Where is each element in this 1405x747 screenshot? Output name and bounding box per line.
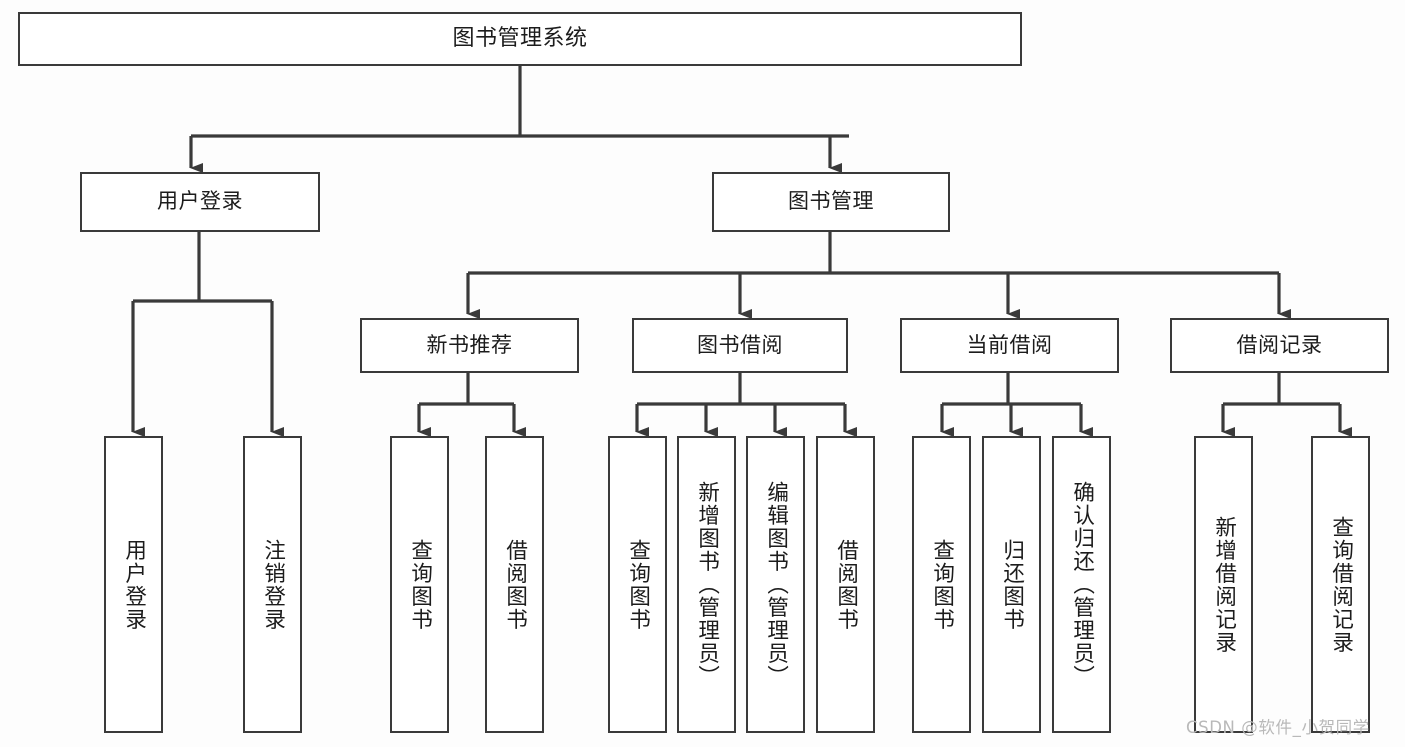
node-label: 图书借阅	[697, 332, 783, 357]
node-leaf-query-book-current[interactable]: 查询图书	[912, 436, 971, 733]
node-root-book-management-system[interactable]: 图书管理系统	[18, 12, 1022, 66]
node-leaf-borrow-book-borrowing[interactable]: 借阅图书	[816, 436, 875, 733]
node-current-borrowing[interactable]: 当前借阅	[900, 318, 1119, 373]
node-user-login[interactable]: 用户登录	[80, 172, 320, 232]
node-label: 编辑图书（管理员）	[763, 481, 789, 688]
node-label: 借阅图书	[833, 538, 859, 631]
node-leaf-logout-login[interactable]: 注销登录	[243, 436, 302, 733]
node-label: 查询图书	[929, 538, 955, 631]
node-label: 查询借阅记录	[1328, 515, 1354, 654]
node-leaf-confirm-return-admin[interactable]: 确认归还（管理员）	[1052, 436, 1111, 733]
node-label: 用户登录	[157, 189, 243, 214]
node-leaf-edit-book-admin[interactable]: 编辑图书（管理员）	[746, 436, 805, 733]
node-label: 查询图书	[407, 538, 433, 631]
node-label: 图书管理系统	[452, 25, 588, 51]
node-leaf-query-book-borrowing[interactable]: 查询图书	[608, 436, 667, 733]
node-book-borrowing[interactable]: 图书借阅	[632, 318, 848, 373]
node-borrowing-record[interactable]: 借阅记录	[1170, 318, 1389, 373]
node-label: 当前借阅	[966, 332, 1053, 357]
node-label: 新增图书（管理员）	[694, 481, 720, 688]
node-label: 查询图书	[625, 538, 651, 631]
node-new-book-recommendation[interactable]: 新书推荐	[360, 318, 579, 373]
node-leaf-add-borrow-record[interactable]: 新增借阅记录	[1194, 436, 1253, 733]
node-label: 新增借阅记录	[1211, 515, 1237, 654]
node-label: 用户登录	[121, 538, 147, 631]
node-book-management[interactable]: 图书管理	[712, 172, 950, 232]
node-leaf-borrow-book-new-rec[interactable]: 借阅图书	[485, 436, 544, 733]
node-leaf-user-login[interactable]: 用户登录	[104, 436, 163, 733]
node-label: 图书管理	[788, 189, 874, 214]
node-label: 新书推荐	[426, 332, 513, 357]
node-label: 借阅记录	[1236, 332, 1323, 357]
node-leaf-add-book-admin[interactable]: 新增图书（管理员）	[677, 436, 736, 733]
node-label: 确认归还（管理员）	[1069, 481, 1095, 688]
node-leaf-return-book[interactable]: 归还图书	[982, 436, 1041, 733]
node-label: 注销登录	[260, 538, 286, 631]
node-leaf-query-borrow-record[interactable]: 查询借阅记录	[1311, 436, 1370, 733]
csdn-watermark: CSDN @软件_小贺同学	[1186, 718, 1370, 737]
node-label: 借阅图书	[502, 538, 528, 631]
node-leaf-query-book-new-rec[interactable]: 查询图书	[390, 436, 449, 733]
node-label: 归还图书	[999, 538, 1025, 631]
